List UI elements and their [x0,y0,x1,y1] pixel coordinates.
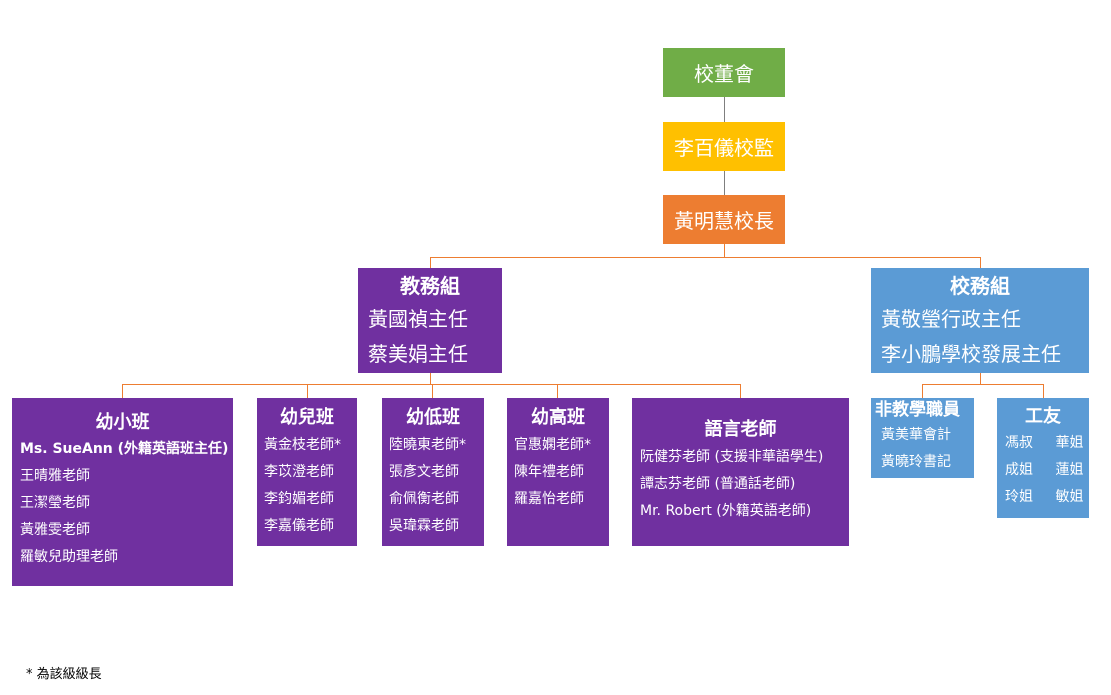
class-box-k4: 幼高班 官惠嫻老師* 陳年禮老師 羅嘉怡老師 [507,398,609,546]
staff-item: 黃金枝老師* [264,437,341,453]
staff-item: 李嘉儀老師 [264,518,334,534]
connector-class-5 [740,384,741,398]
staff-item: 黃美華會計 [881,427,951,443]
staff-item: 黃雅雯老師 [20,522,90,538]
connector-principal-branches [430,257,981,258]
staff-item: 李苡澄老師 [264,464,334,480]
connector-academic-classes [122,384,741,385]
connector-to-academic [430,257,431,268]
academic-box: 教務組 黃國禎主任 蔡美娟主任 [358,268,502,373]
footnote: * 為該級級長 [26,667,102,682]
staff-item: 李鈞媚老師 [264,491,334,507]
connector-class-4 [557,384,558,398]
staff-item: Ms. SueAnn (外籍英語班主任) [20,441,229,457]
staff-item: 黃曉玲書記 [881,454,951,470]
admin-head-1: 黃敬瑩行政主任 [881,307,1021,331]
workers-row: 馮叔 華姐 [1005,430,1089,457]
connector-board-supervisor [724,97,725,122]
connector-to-admin [980,257,981,268]
worker-name: 馮叔 [1005,435,1033,451]
connector-class-2 [307,384,308,398]
class-box-k2: 幼兒班 黃金枝老師* 李苡澄老師 李鈞媚老師 李嘉儀老師 [257,398,357,546]
class-title: 幼小班 [95,412,150,433]
principal-box: 黃明慧校長 [663,195,785,244]
staff-item: 吳瑋霖老師 [389,518,459,534]
supervisor-label: 李百儀校監 [674,136,774,160]
admin-box: 校務組 黃敬瑩行政主任 李小鵬學校發展主任 [871,268,1089,373]
connector-academic-down [430,373,431,384]
workers-title: 工友 [1025,406,1061,427]
staff-item: Mr. Robert (外籍英語老師) [640,503,812,519]
academic-title: 教務組 [400,274,460,298]
staff-item: 羅嘉怡老師 [514,491,584,507]
worker-name: 華姐 [1055,435,1084,451]
board-label: 校董會 [694,62,754,86]
workers-box: 工友 馮叔 華姐 成姐 蓮姐 玲姐 敏姐 [997,398,1089,518]
principal-label: 黃明慧校長 [674,209,774,233]
worker-name: 玲姐 [1005,489,1033,505]
class-title: 語言老師 [704,419,777,440]
workers-row: 成姐 蓮姐 [1005,457,1089,484]
connector-class-1 [122,384,123,398]
class-box-k3: 幼低班 陸曉東老師* 張彥文老師 俞佩衡老師 吳瑋霖老師 [382,398,484,546]
nonteaching-box: 非教學職員 黃美華會計 黃曉玲書記 [871,398,974,478]
worker-name: 蓮姐 [1055,462,1084,478]
connector-nonteaching [922,384,923,398]
connector-supervisor-principal [724,171,725,195]
academic-head-1: 黃國禎主任 [368,307,468,331]
admin-head-2: 李小鵬學校發展主任 [881,342,1061,366]
connector-admin-down [980,373,981,384]
worker-name: 敏姐 [1055,489,1084,505]
class-title: 幼低班 [406,407,460,428]
connector-principal-down [724,244,725,257]
workers-row: 玲姐 敏姐 [1005,484,1089,511]
connector-class-3 [432,384,433,398]
admin-title: 校務組 [950,274,1010,298]
academic-head-2: 蔡美娟主任 [368,342,468,366]
staff-item: 譚志芬老師 (普通話老師) [640,476,796,492]
staff-item: 張彥文老師 [389,464,459,480]
staff-item: 陸曉東老師* [389,437,466,453]
board-box: 校董會 [663,48,785,97]
staff-item: 俞佩衡老師 [389,491,459,507]
staff-item: 王潔瑩老師 [20,495,90,511]
worker-name: 成姐 [1005,462,1033,478]
nonteaching-title: 非教學職員 [875,400,960,420]
staff-item: 阮健芬老師 (支援非華語學生) [640,449,824,465]
staff-item: 陳年禮老師 [514,464,584,480]
staff-item: 王晴雅老師 [20,468,90,484]
class-title: 幼高班 [531,407,585,428]
supervisor-box: 李百儀校監 [663,122,785,171]
staff-item: 官惠嫻老師* [514,437,591,453]
class-box-k1: 幼小班 Ms. SueAnn (外籍英語班主任) 王晴雅老師 王潔瑩老師 黃雅雯… [12,398,233,586]
connector-admin-subgroups [922,384,1043,385]
class-box-language: 語言老師 阮健芬老師 (支援非華語學生) 譚志芬老師 (普通話老師) Mr. R… [632,398,849,546]
staff-item: 羅敏兒助理老師 [20,549,118,565]
class-title: 幼兒班 [280,407,334,428]
connector-workers [1043,384,1044,398]
